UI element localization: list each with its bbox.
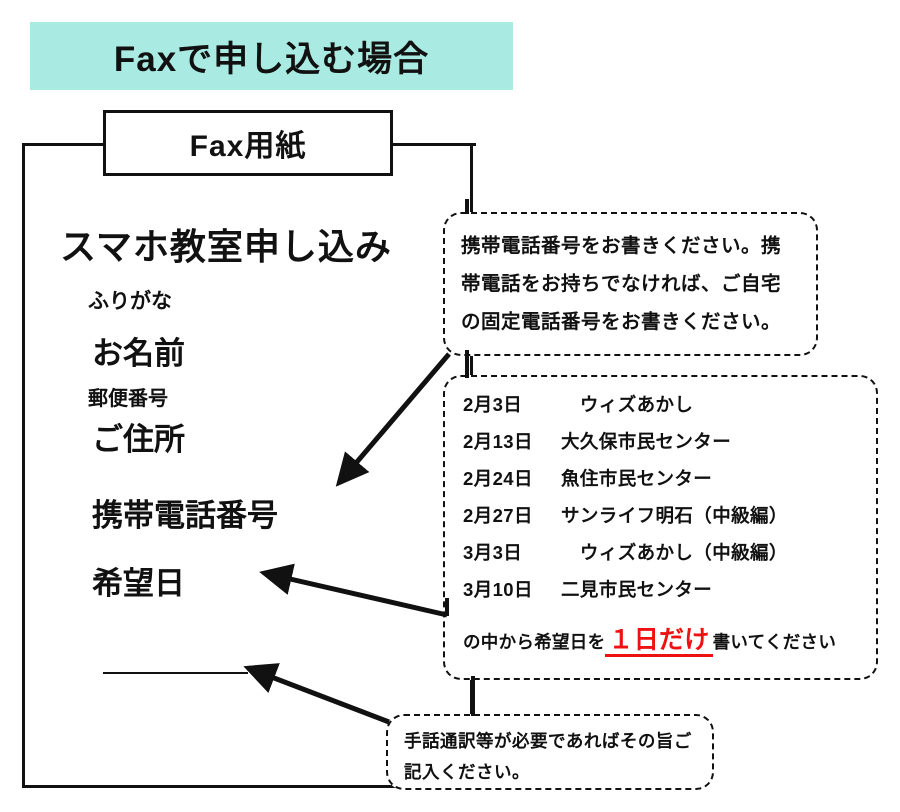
header-banner: [30, 22, 513, 90]
callout-phone-line-1: 携帯電話番号をお書きください。携: [461, 235, 782, 257]
fax-form-outline-top-right-segment: [390, 143, 476, 146]
callout-phone-number: 携帯電話番号をお書きください。携 帯電話をお持ちでなければ、ご自宅 の固定電話番…: [443, 212, 818, 356]
free-text-write-in-rule: [103, 672, 248, 674]
field-label-address: ご住所: [92, 422, 185, 457]
schedule-row-venue: 大久保市民センター: [561, 431, 732, 452]
field-label-furigana: ふりがな: [88, 290, 172, 313]
callout-note-line-2: 記入ください。: [404, 762, 530, 782]
callout-phone-line-2: 帯電話をお持ちでなければ、ご自宅: [461, 273, 782, 295]
schedule-row-date: 2月13日: [463, 431, 533, 452]
schedule-row-venue: 二見市民センター: [561, 579, 713, 600]
schedule-row: 2月24日 魚住市民センター: [463, 465, 876, 502]
callout-phone-line-3: の固定電話番号をお書きください。: [461, 311, 782, 333]
schedule-row-date: 2月24日: [463, 468, 533, 489]
schedule-row-venue: サンライフ明石（中級編）: [561, 505, 788, 526]
schedule-instruction-emphasis: １日だけ: [605, 627, 713, 658]
schedule-instruction-before: の中から希望日を: [463, 632, 606, 652]
fax-paper-box: Fax用紙: [103, 110, 393, 176]
schedule-row: 2月3日 ウィズあかし: [463, 391, 876, 428]
schedule-row-venue: ウィズあかし: [561, 394, 694, 415]
form-title: スマホ教室申し込み: [60, 226, 392, 267]
schedule-row-venue: ウィズあかし（中級編）: [561, 542, 788, 563]
schedule-row-date: 2月27日: [463, 505, 533, 526]
schedule-row-date: 3月3日: [463, 542, 523, 563]
callout-note-line-1: 手話通訳等が必要であればその旨ご: [404, 731, 692, 751]
field-label-name: お名前: [92, 336, 185, 371]
schedule-instruction: の中から希望日を １日だけ 書いてください: [445, 627, 876, 658]
field-label-desired-date: 希望日: [92, 566, 185, 601]
schedule-row: 2月27日 サンライフ明石（中級編）: [463, 502, 876, 539]
field-label-postal-code: 郵便番号: [88, 388, 168, 410]
fax-form-outline-top-left-segment: [22, 143, 106, 146]
field-label-mobile-phone: 携帯電話番号: [92, 498, 278, 533]
page-title: Faxで申し込む場合: [113, 39, 430, 79]
schedule-row: 2月13日 大久保市民センター: [463, 428, 876, 465]
schedule-row-date: 3月10日: [463, 579, 533, 600]
fax-paper-label: Fax用紙: [189, 130, 307, 163]
callout-sign-language-note: 手話通訳等が必要であればその旨ご 記入ください。: [386, 714, 714, 790]
schedule-row-venue: 魚住市民センター: [561, 468, 713, 489]
schedule-row: 3月3日 ウィズあかし（中級編）: [463, 539, 876, 576]
schedule-row: 3月10日 二見市民センター: [463, 576, 876, 613]
schedule-instruction-after: 書いてください: [712, 632, 837, 652]
schedule-row-date: 2月3日: [463, 394, 523, 415]
